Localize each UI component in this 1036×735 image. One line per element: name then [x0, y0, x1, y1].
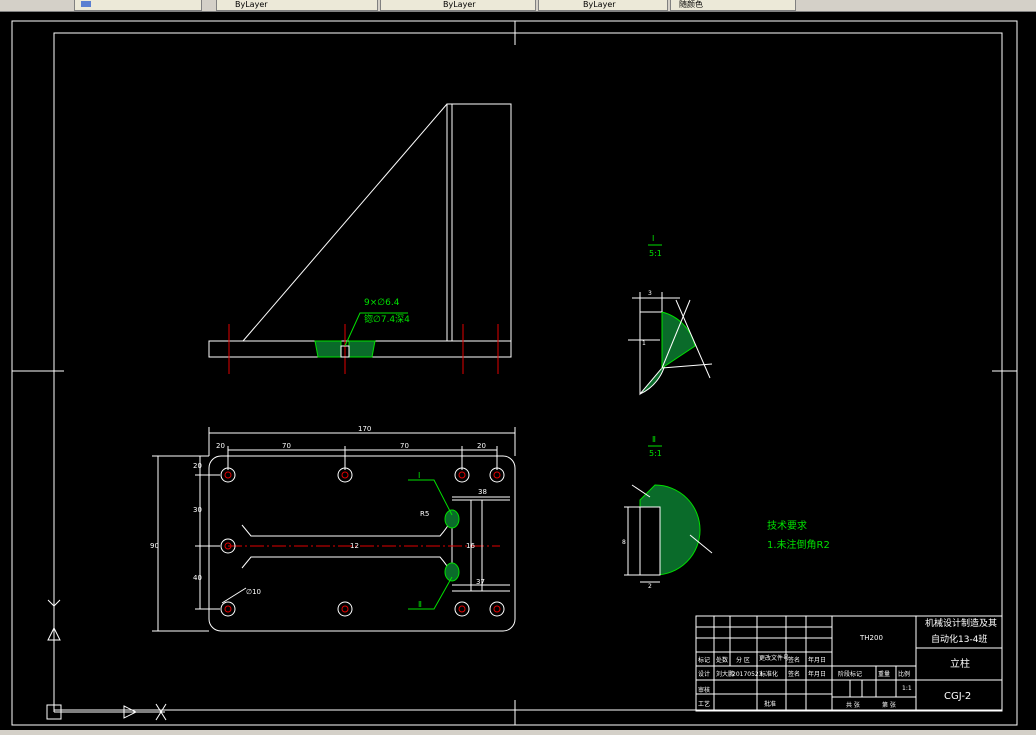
dim-slot-right: 38: [478, 488, 487, 496]
plotstyle-dropdown[interactable]: 随颜色: [670, 0, 796, 11]
dim-slot-depth: 37: [476, 578, 485, 586]
layer-dropdown[interactable]: [74, 0, 202, 11]
tb-check: 审核: [698, 686, 710, 694]
detail-1-label: Ⅰ: [652, 234, 654, 243]
tb-material: TH200: [859, 634, 883, 642]
layer-icon: [81, 1, 91, 7]
tb-drawing-no: CGJ-2: [944, 691, 971, 702]
dim-spacing-a: 70: [282, 442, 291, 450]
tb-process: 工艺: [698, 700, 710, 708]
tb-company-1: 机械设计制造及其: [925, 617, 997, 629]
front-view: 9×∅6.4 锪∅7.4深4: [208, 103, 512, 374]
tb-date-2: 年月日: [808, 670, 826, 678]
tb-designer: 刘大鹏: [716, 670, 734, 678]
detail-view-1: Ⅰ 5:1 3 1: [628, 234, 713, 396]
tb-scale: 1:1: [902, 685, 912, 692]
tb-sheets-total: 共 张: [846, 701, 860, 709]
hole-spec-1: 9×∅6.4: [364, 298, 400, 308]
dim-r-label: R5: [420, 510, 429, 518]
top-view: 170 70 70 20 20 90 20 30 40 38 37 16 12 …: [150, 425, 516, 632]
detail-1-dim-a: 3: [648, 290, 652, 297]
tb-standardize: 标准化: [760, 670, 778, 678]
dim-spacing-b: 70: [400, 442, 409, 450]
detail-1-scale: 5:1: [649, 249, 662, 258]
hole-spec-2: 锪∅7.4深4: [364, 313, 410, 325]
tech-line1: 1.未注倒角R2: [767, 538, 830, 551]
tb-ratio: 比例: [898, 670, 910, 678]
detail-2-dim-a: 2: [648, 583, 652, 590]
tb-sign: 签名: [788, 656, 800, 664]
dim-slot-width: 12: [350, 542, 359, 550]
tb-date: 年月日: [808, 656, 826, 664]
tb-approve: 批准: [764, 700, 776, 708]
lineweight-dropdown[interactable]: ByLayer: [538, 0, 668, 11]
tb-company-2: 自动化13-4班: [931, 633, 987, 645]
dim-hole-dia: ∅10: [246, 588, 261, 596]
dim-spacing-c: 20: [477, 442, 486, 450]
detail-view-2: Ⅱ 5:1 8 2: [622, 435, 713, 590]
drawing-canvas[interactable]: 9×∅6.4 锪∅7.4深4: [0, 11, 1036, 730]
dim-slot-h: 16: [466, 542, 475, 550]
detail-2-dim-b: 8: [622, 539, 626, 546]
tb-count: 处数: [716, 656, 728, 664]
center-marks: [12, 21, 1017, 725]
inner-frame: [53, 32, 1003, 711]
tb-change-doc: 更改文件号: [759, 654, 789, 662]
tb-mark: 标记: [698, 656, 710, 664]
dim-v-mid: 30: [193, 506, 202, 514]
tb-zone: 分 区: [736, 656, 750, 664]
color-dropdown[interactable]: ByLayer: [216, 0, 378, 11]
title-block: TH200 机械设计制造及其 自动化13-4班 立柱 CGJ-2 1:1 标记 …: [695, 615, 1003, 712]
tb-sheet-no: 第 张: [882, 701, 896, 709]
tb-sign-2: 签名: [788, 670, 800, 678]
tb-student-no: 20170523: [732, 671, 763, 678]
leader-1-label: Ⅰ: [418, 471, 420, 480]
detail-2-label: Ⅱ: [652, 435, 656, 444]
detail-2-scale: 5:1: [649, 449, 662, 458]
detail-1-dim-b: 1: [642, 340, 646, 347]
dim-overall-length: 170: [358, 425, 371, 433]
tech-heading: 技术要求: [767, 519, 807, 532]
dim-left-edge: 20: [216, 442, 225, 450]
tb-stage-mark: 阶段标记: [838, 670, 862, 678]
linetype-dropdown[interactable]: ByLayer: [380, 0, 536, 11]
dim-v-bot: 40: [193, 574, 202, 582]
ucs-icon: [46, 599, 167, 721]
status-bar: [0, 730, 1036, 735]
tb-weight: 重量: [878, 670, 890, 678]
tb-design: 设计: [698, 670, 710, 678]
leader-2-label: Ⅱ: [418, 600, 422, 609]
dim-v-top: 20: [193, 462, 202, 470]
tb-part-name: 立柱: [950, 657, 970, 670]
dim-height-total: 90: [150, 542, 159, 550]
property-toolbar: ByLayer ByLayer ByLayer 随颜色: [0, 0, 1036, 12]
